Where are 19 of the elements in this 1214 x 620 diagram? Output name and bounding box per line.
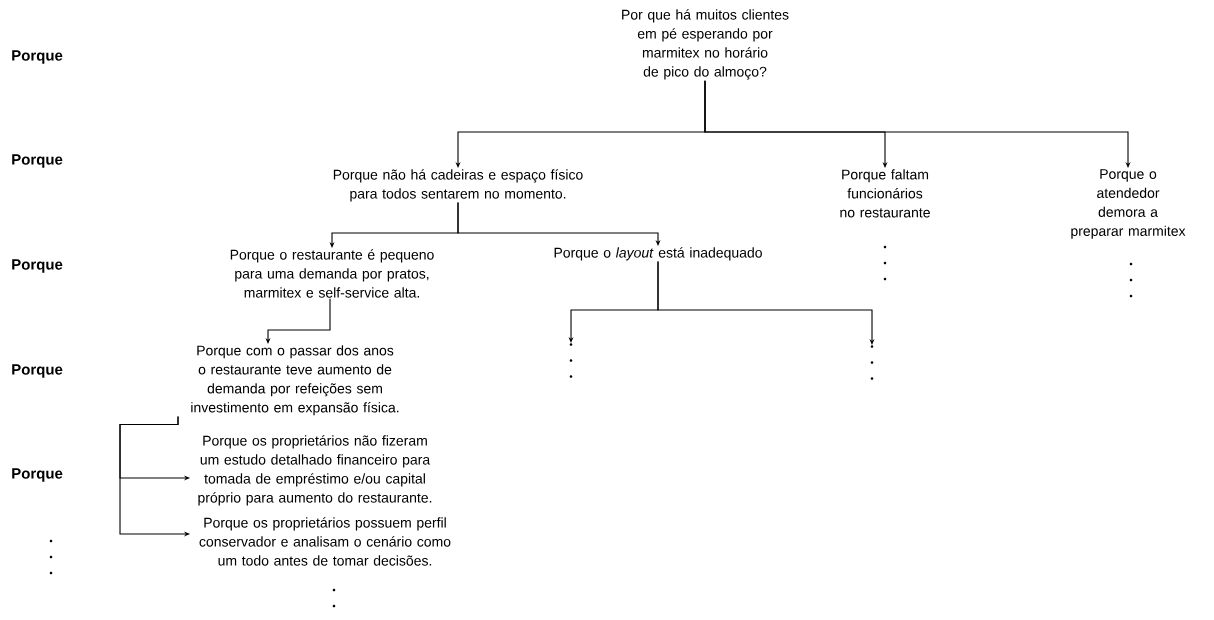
cause-text: Porque com o passar dos anos o restaurante teve aumento de demanda por refeições sem investimento em expansão física. xyxy=(191,345,399,416)
arrow xyxy=(657,261,875,345)
cause-text: Porque o restaurante é pequeno para uma demanda por pratos, marmitex e self-service alta. xyxy=(230,249,434,298)
cause-text: Porque não há cadeiras e espaço físico para todos sentarem no momento. xyxy=(333,169,583,202)
row-label: Porque xyxy=(12,364,63,378)
arrow xyxy=(457,202,661,246)
cause-text: Porque o atendedor demora a preparar marmitex xyxy=(1071,169,1186,239)
cause-text: Porque o layout está inadequado xyxy=(554,247,762,261)
ellipsis-dots xyxy=(870,345,874,380)
row-label: Porque xyxy=(12,468,63,482)
cause-text: Porque os proprietários não fizeram um estudo detalhado financeiro para tomada de empréstimo e/ou capital próprio para aumento do restaurante. xyxy=(198,435,432,506)
question-text: Por que há muitos clientes em pé esperando por marmitex no horário de pico do almoço? xyxy=(622,9,789,80)
cause-text: Porque faltam funcionários no restaurante xyxy=(840,169,930,218)
row-label: Porque xyxy=(12,259,63,273)
row-label: Porque xyxy=(12,50,63,64)
row-label: Porque xyxy=(12,154,63,168)
arrow xyxy=(704,80,1131,168)
ellipsis-dots xyxy=(569,343,573,378)
cause-text: Porque os proprietários possuem perfil conservador e analisam o cenário como um todo antes de tomar decisões. xyxy=(199,517,451,566)
